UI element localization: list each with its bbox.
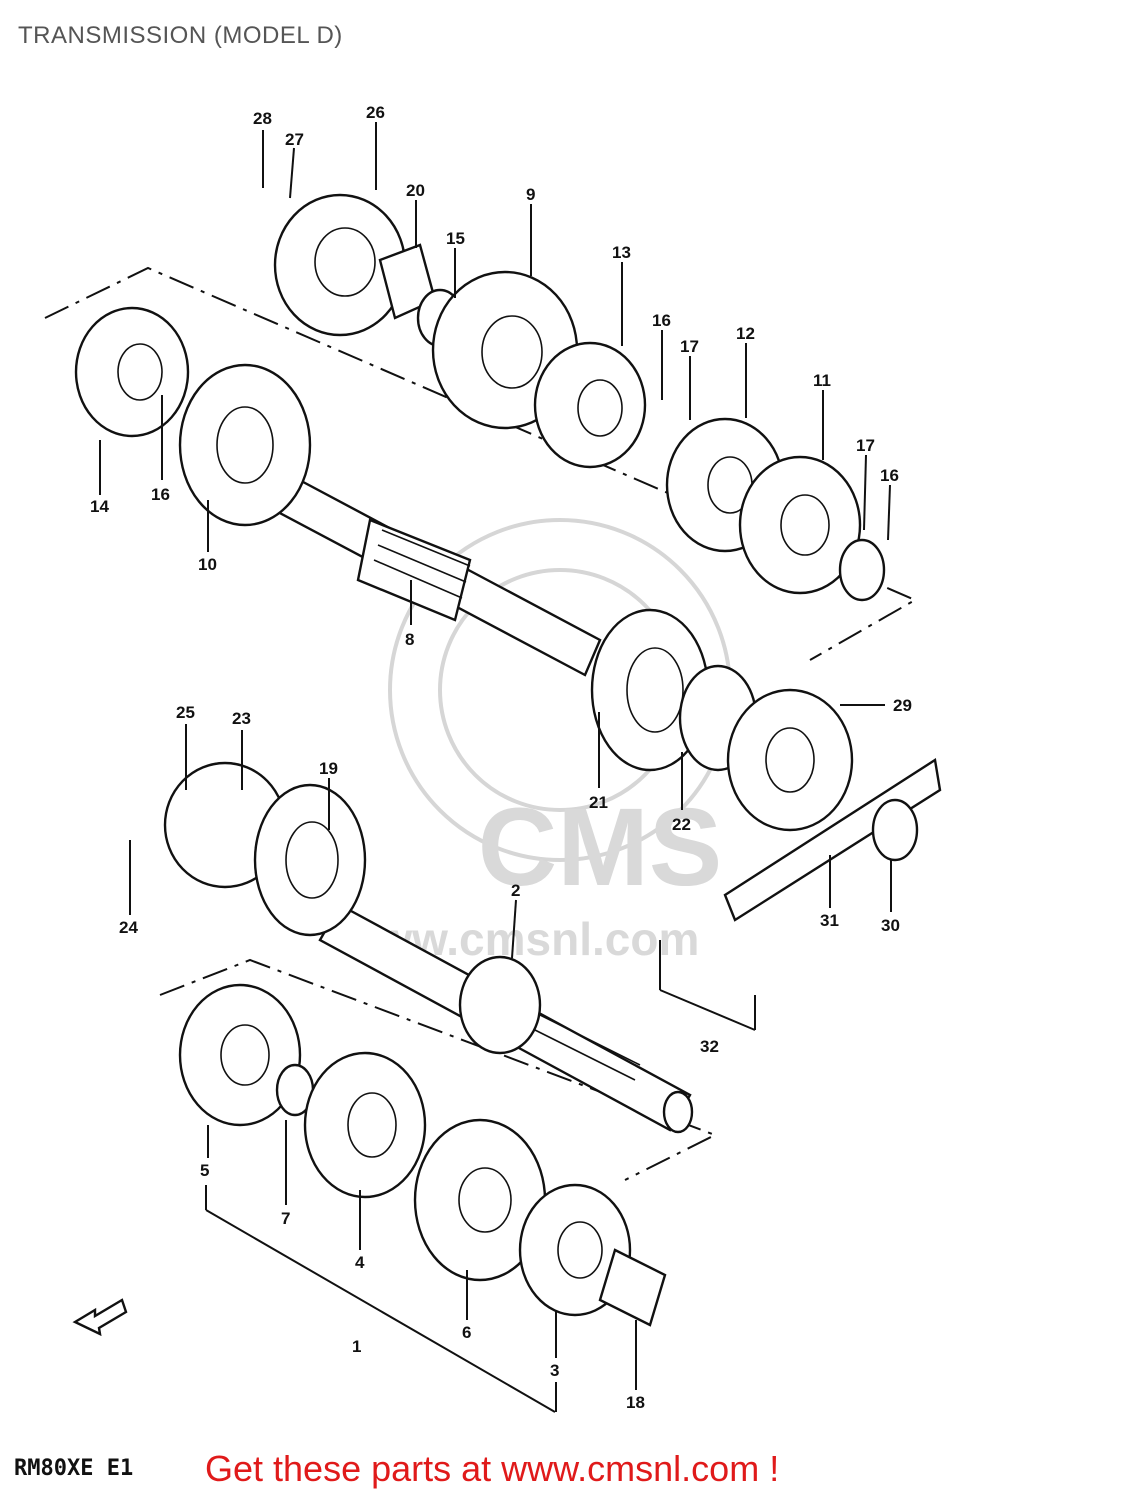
callout-16-a: 16 — [652, 311, 671, 330]
callout-17-a: 17 — [680, 337, 699, 356]
countershaft — [276, 473, 602, 677]
gear-5 — [178, 983, 302, 1127]
callout-32: 32 — [700, 1037, 719, 1056]
bearing-21 — [590, 608, 710, 772]
callout-18: 18 — [626, 1393, 645, 1412]
model-code-label: RM80XE E1 — [14, 1456, 134, 1481]
gear-14 — [74, 306, 190, 438]
callout-27: 27 — [285, 130, 304, 149]
callout-16-b: 16 — [880, 466, 899, 485]
sprocket-29 — [726, 688, 854, 832]
callout-22: 22 — [672, 815, 691, 834]
fwd-arrow-icon — [72, 1298, 128, 1337]
callout-3: 3 — [550, 1361, 559, 1380]
callout-10: 10 — [198, 555, 217, 574]
callout-29: 29 — [893, 696, 912, 715]
callout-30: 30 — [881, 916, 900, 935]
callout-25: 25 — [176, 703, 195, 722]
callout-14: 14 — [90, 497, 109, 516]
leader-lines — [99, 122, 892, 1413]
callout-4: 4 — [355, 1253, 365, 1272]
callout-28: 28 — [253, 109, 272, 128]
bearing-19 — [253, 783, 367, 937]
callout-23: 23 — [232, 709, 251, 728]
callout-9: 9 — [526, 185, 535, 204]
callout-21: 21 — [589, 793, 608, 812]
callout-13: 13 — [612, 243, 631, 262]
callout-1: 1 — [352, 1337, 361, 1356]
gear-2 — [458, 955, 542, 1055]
gear-4 — [303, 1051, 427, 1199]
page-title: TRANSMISSION (MODEL D) — [18, 22, 343, 49]
watermark-logo: CMS www.cmsnl.com — [340, 518, 732, 965]
gear-13 — [533, 341, 647, 469]
gear-10 — [178, 363, 312, 527]
bushing-18 — [598, 1248, 667, 1327]
callout-20: 20 — [406, 181, 425, 200]
callout-11: 11 — [813, 371, 831, 390]
callout-5: 5 — [200, 1161, 209, 1180]
callout-7: 7 — [281, 1209, 290, 1228]
callout-8: 8 — [405, 630, 414, 649]
circlip-30 — [871, 798, 919, 862]
callout-26: 26 — [366, 103, 385, 122]
callout-12: 12 — [736, 324, 755, 343]
cta-link[interactable]: Get these parts at www.cmsnl.com ! — [205, 1448, 780, 1489]
callout-2: 2 — [511, 881, 520, 900]
callout-31: 31 — [820, 911, 839, 930]
gear-11 — [738, 455, 862, 595]
callout-17-b: 17 — [856, 436, 875, 455]
callout-19: 19 — [319, 759, 338, 778]
circlip-16-right — [838, 538, 886, 602]
callout-24: 24 — [119, 918, 138, 937]
countershaft-group-frame — [44, 266, 918, 661]
callout-16-c: 16 — [151, 485, 170, 504]
gear-3 — [518, 1183, 632, 1317]
drive-chain — [723, 758, 942, 922]
callout-6: 6 — [462, 1323, 471, 1342]
callout-15: 15 — [446, 229, 465, 248]
callout-labels: 28 27 26 20 15 9 13 16 17 12 11 17 16 14… — [90, 103, 912, 1412]
